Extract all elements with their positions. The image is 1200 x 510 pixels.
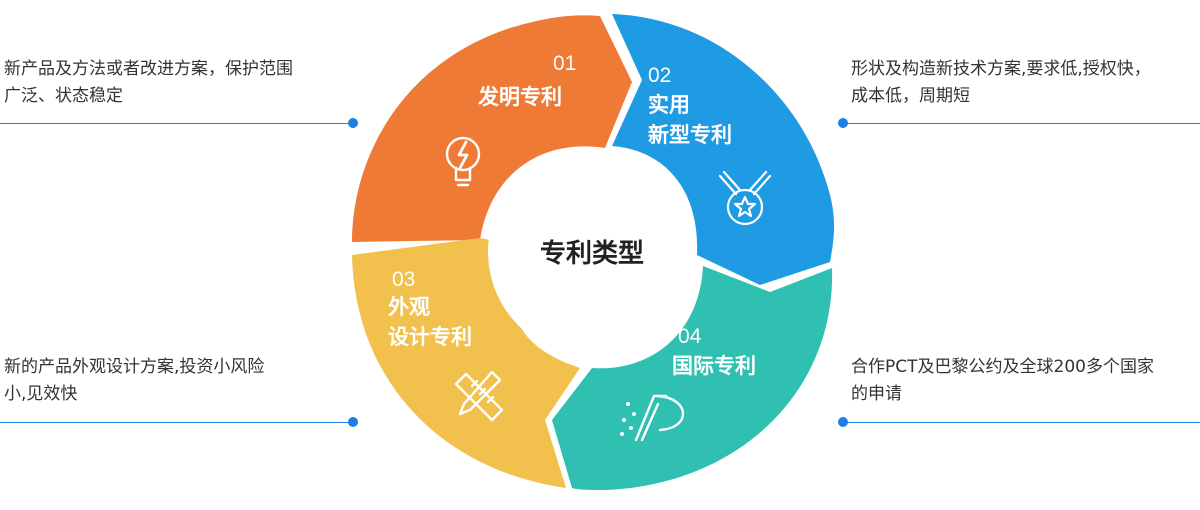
desc-international-line-2: 的申请 bbox=[851, 384, 902, 404]
desc-design-line-1: 新的产品外观设计方案,投资小风险 bbox=[4, 357, 265, 377]
connector-dot bbox=[838, 417, 848, 427]
desc-invention: 新产品及方法或者改进方案，保护范围 广泛、状态稳定 bbox=[4, 56, 293, 110]
connector-top-left bbox=[0, 118, 358, 128]
segment-utility-model: 02 实用 新型专利 bbox=[612, 14, 835, 285]
segment-invention-title: 发明专利 bbox=[477, 85, 562, 109]
desc-utility-model: 形状及构造新技术方案,要求低,授权快， 成本低，周期短 bbox=[851, 56, 1151, 110]
segment-utility-model-number: 02 bbox=[648, 64, 671, 87]
segment-design-title-line-1: 外观 bbox=[388, 295, 430, 319]
segment-utility-model-shape bbox=[612, 14, 835, 285]
segment-design: 03 外观 设计专利 bbox=[352, 238, 580, 488]
segment-international-title: 国际专利 bbox=[672, 354, 756, 378]
segment-invention-number: 01 bbox=[553, 52, 576, 75]
lightbulb-icon bbox=[445, 136, 481, 187]
connector-dot bbox=[838, 118, 848, 128]
desc-design-line-2: 小,见效快 bbox=[4, 384, 78, 404]
segment-invention-shape bbox=[352, 15, 632, 243]
segment-utility-model-title-line-2: 新型专利 bbox=[648, 123, 732, 147]
desc-design: 新的产品外观设计方案,投资小风险 小,见效快 bbox=[4, 354, 264, 408]
patent-logo-icon bbox=[620, 394, 685, 442]
segment-international-number: 04 bbox=[678, 325, 702, 348]
connector-bottom-left bbox=[0, 417, 358, 427]
segment-utility-model-title-line-1: 实用 bbox=[648, 93, 690, 117]
ruler-pencil-icon bbox=[454, 370, 504, 422]
desc-international: 合作PCT及巴黎公约及全球200多个国家 的申请 bbox=[851, 354, 1154, 408]
desc-invention-line-2: 广泛、状态稳定 bbox=[4, 86, 123, 106]
desc-invention-line-1: 新产品及方法或者改进方案，保护范围 bbox=[4, 59, 293, 79]
center-title: 专利类型 bbox=[540, 239, 644, 269]
segment-invention: 01 发明专利 bbox=[352, 15, 632, 243]
connector-dot bbox=[348, 417, 358, 427]
desc-utility-line-2: 成本低，周期短 bbox=[851, 86, 970, 106]
segment-international: 04 国际专利 bbox=[552, 266, 833, 490]
segment-design-shape bbox=[352, 238, 580, 488]
desc-international-line-1: 合作PCT及巴黎公约及全球200多个国家 bbox=[851, 357, 1154, 377]
segment-design-title-line-2: 设计专利 bbox=[388, 325, 472, 349]
connector-bottom-right bbox=[838, 417, 1200, 427]
connector-top-right bbox=[838, 118, 1200, 128]
desc-utility-line-1: 形状及构造新技术方案,要求低,授权快， bbox=[851, 59, 1151, 79]
segment-design-number: 03 bbox=[392, 268, 415, 291]
connector-dot bbox=[348, 118, 358, 128]
center-disc bbox=[488, 148, 696, 356]
medal-icon bbox=[718, 170, 772, 226]
